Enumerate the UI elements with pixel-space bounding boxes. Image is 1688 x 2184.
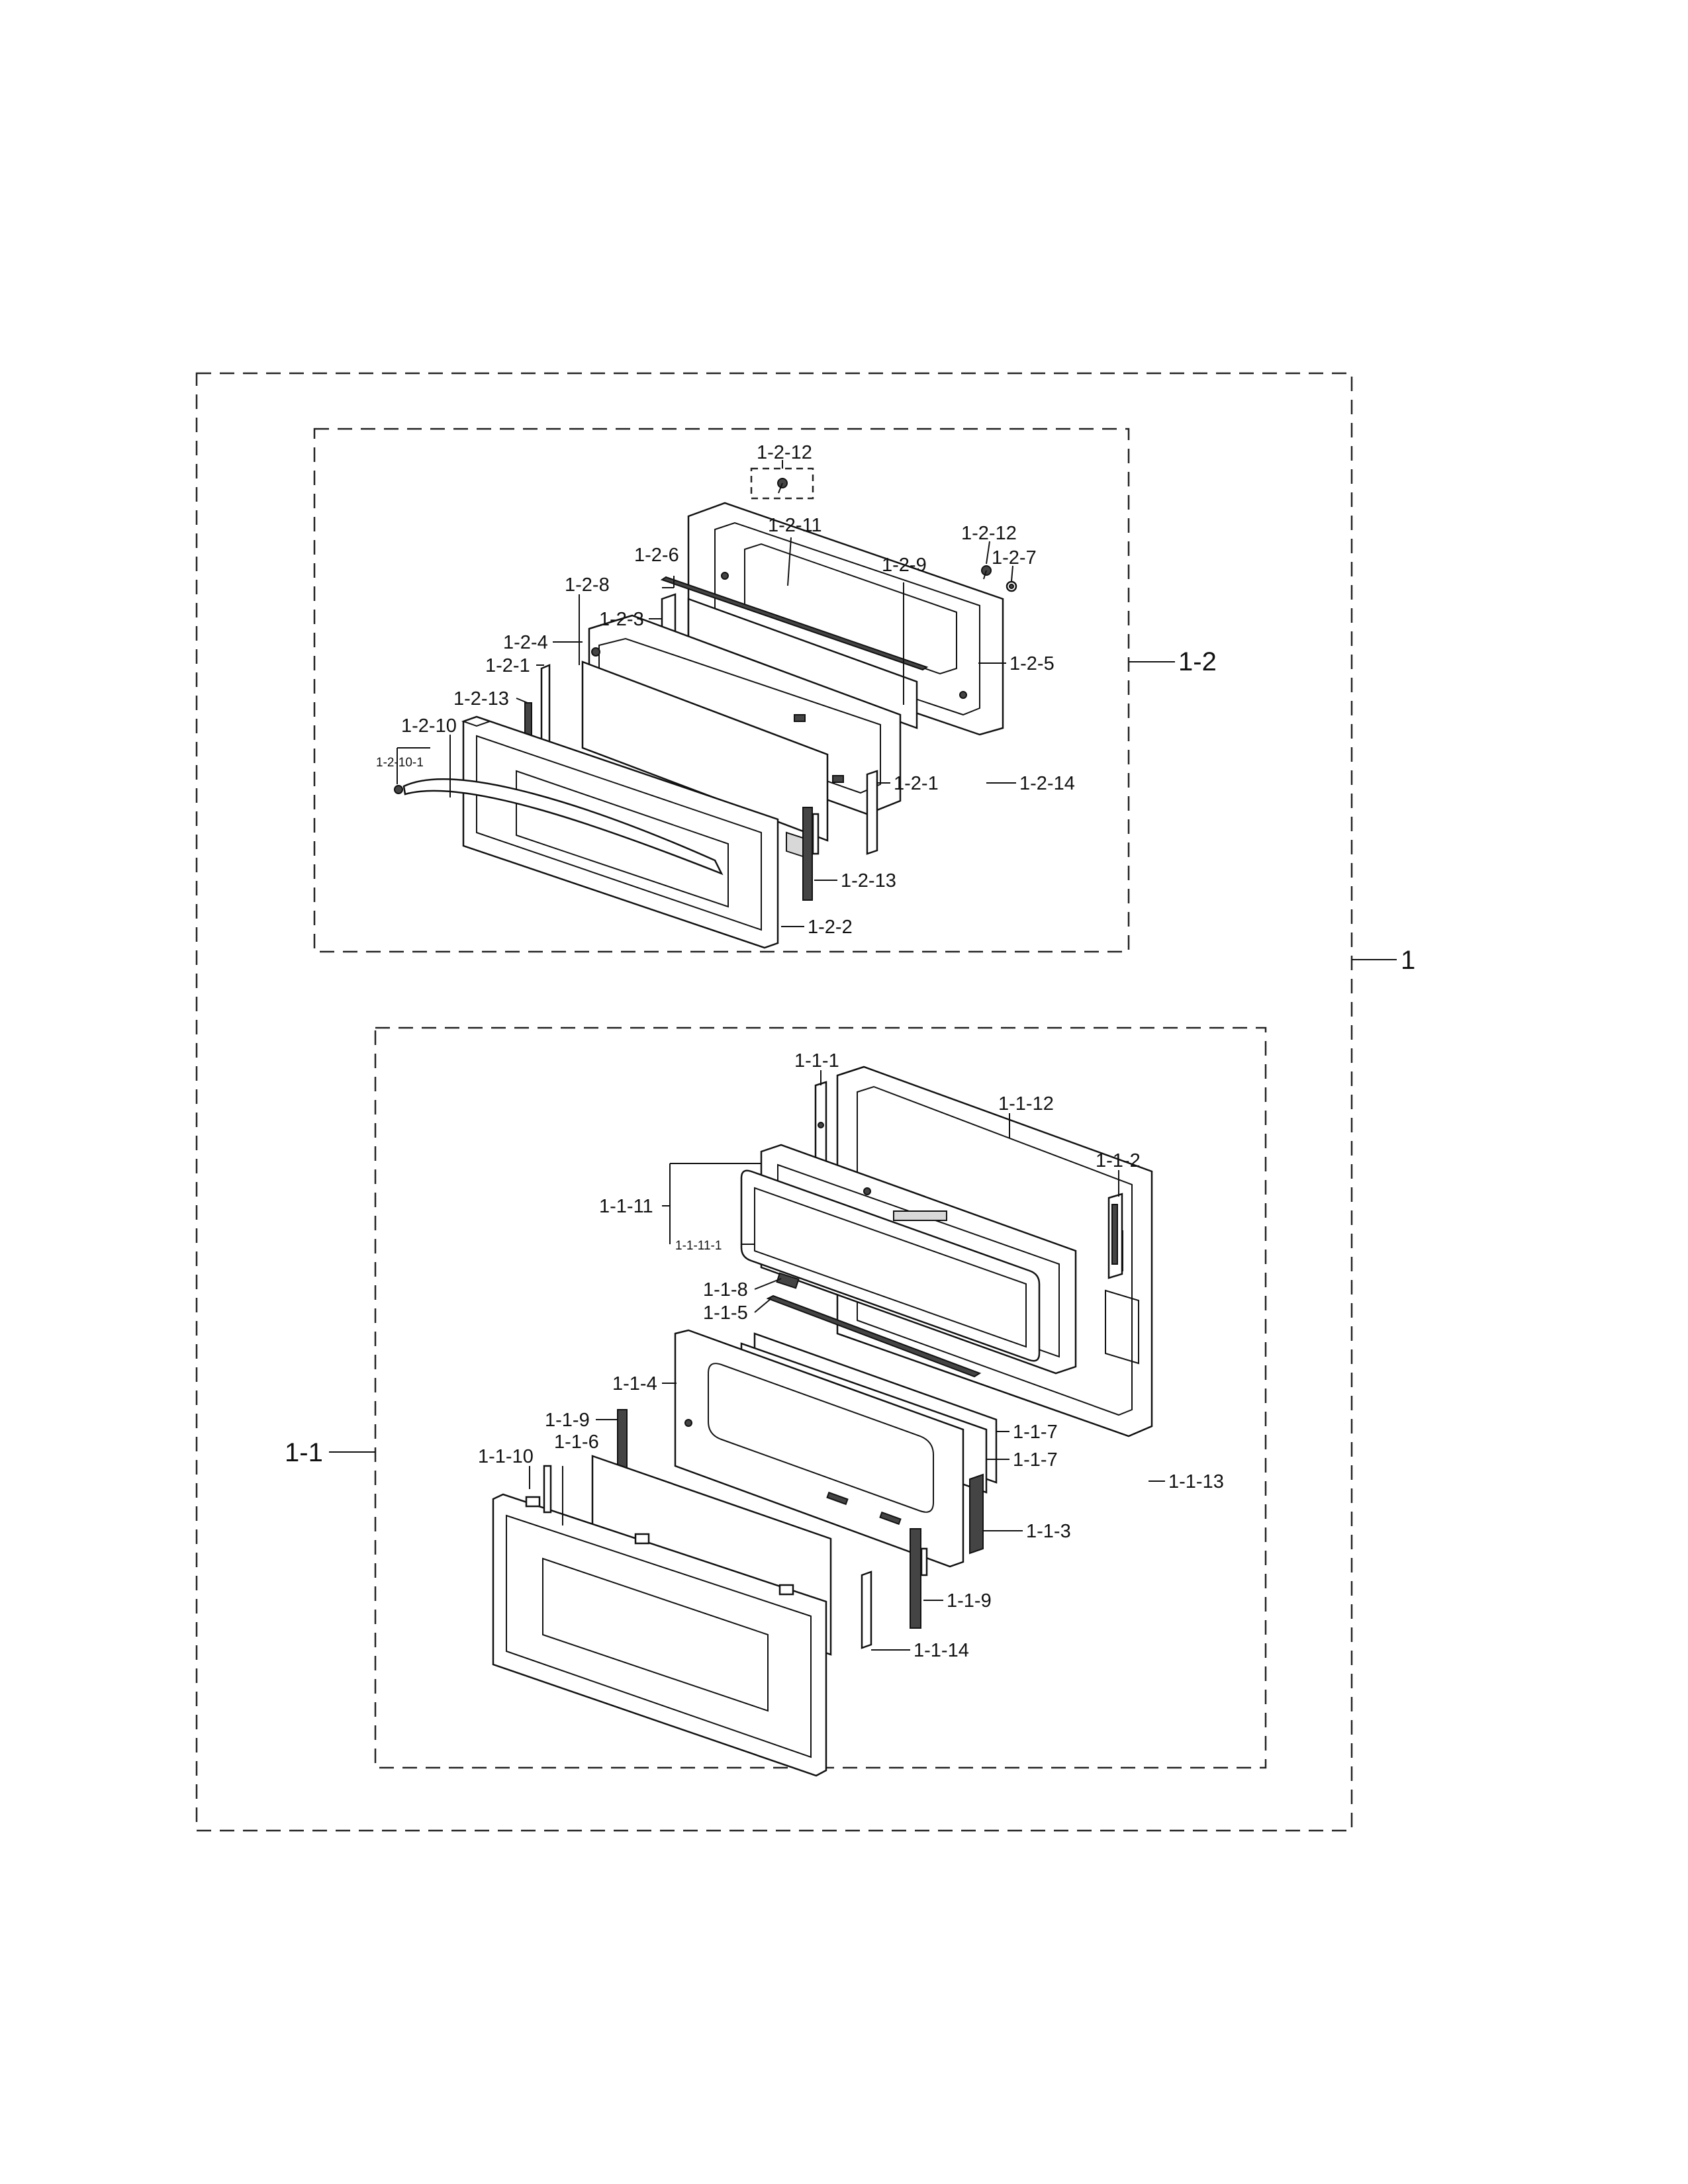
upper-door-group: 1-2 <box>313 428 1217 953</box>
callout-1-2-5: 1-2-5 <box>1009 653 1055 674</box>
callout-1-2-1-right: 1-2-1 <box>894 773 939 794</box>
upper-door-parts <box>394 467 1017 949</box>
callout-1-2-10: 1-2-10 <box>401 715 457 737</box>
lower-door-parts <box>492 1066 1153 1777</box>
callout-1-2-2: 1-2-2 <box>808 917 853 938</box>
callout-1-1-11: 1-1-11 <box>599 1196 653 1217</box>
glass-1-2-9 <box>687 598 918 729</box>
callout-1-1-5: 1-1-5 <box>703 1302 748 1324</box>
callout-1-2-10-1: 1-2-10-1 <box>376 756 424 770</box>
screw-1-2-12-top <box>777 478 788 494</box>
clip-1-1-8 <box>776 1272 800 1289</box>
callout-1-1-7-a: 1-1-7 <box>1013 1422 1058 1443</box>
callout-1-1-11-1: 1-1-11-1 <box>675 1239 722 1253</box>
callout-1-2-13-left: 1-2-13 <box>453 688 509 709</box>
lower-door-group: 1-1 <box>285 1026 1267 1777</box>
callout-1-2-4: 1-2-4 <box>503 632 548 653</box>
callout-1-2-13-right: 1-2-13 <box>841 870 896 891</box>
screw-1-2-10-1 <box>394 785 403 794</box>
callout-1-2-14: 1-2-14 <box>1019 773 1075 794</box>
callout-1-2-9: 1-2-9 <box>882 555 927 576</box>
hinge-bracket-1-1-2 <box>1107 1193 1123 1279</box>
hinge-bracket-1-1-1 <box>814 1081 827 1169</box>
callout-1-1-10: 1-1-10 <box>478 1446 534 1467</box>
outer-door-1-1-10 <box>492 1493 827 1777</box>
glass-1-2-4 <box>581 660 829 842</box>
upper-door-callouts: 1-2-12 1-2-11 1-2-12 1-2-7 1-2-6 1-2-9 1… <box>376 442 1075 938</box>
hinge-bracket-1-2-1-right <box>866 770 878 855</box>
callout-1-1-8: 1-1-8 <box>703 1279 748 1300</box>
upper-door-label: 1-2 <box>1178 647 1217 676</box>
upper-door-outline <box>313 428 1130 953</box>
gasket-1-2-6 <box>660 576 929 671</box>
bracket-1-1-3 <box>969 1473 984 1555</box>
callout-1-2-6: 1-2-6 <box>634 545 679 566</box>
callout-1-1-2: 1-1-2 <box>1096 1150 1141 1171</box>
callout-1-1-14: 1-1-14 <box>914 1640 969 1661</box>
callout-1-1-1: 1-1-1 <box>794 1050 839 1071</box>
lower-door-leaders <box>529 1070 1165 1651</box>
hinge-1-2-13-right <box>802 807 820 901</box>
callout-1-2-1-left: 1-2-1 <box>485 655 530 676</box>
callout-1-1-6: 1-1-6 <box>554 1432 599 1453</box>
callout-1-2-3: 1-2-3 <box>599 609 644 630</box>
assembly-outline <box>195 372 1353 1832</box>
callout-1-1-7-b: 1-1-7 <box>1013 1449 1058 1471</box>
bracket-1-1-14 <box>861 1570 872 1649</box>
callout-1-2-11: 1-2-11 <box>768 515 822 536</box>
callout-1-1-13: 1-1-13 <box>1168 1471 1224 1492</box>
callout-1-1-12: 1-1-12 <box>998 1093 1054 1115</box>
callout-1-2-12-top: 1-2-12 <box>757 442 812 463</box>
side-trim-1-1-6 <box>543 1465 552 1514</box>
screw-1-2-7 <box>1006 580 1017 592</box>
inner-door-frame-1-1-4 <box>674 1329 964 1568</box>
hinge-1-1-9-right <box>910 1528 928 1629</box>
callout-1-2-12-right: 1-2-12 <box>961 523 1017 544</box>
glass-frame-1-1-11-1 <box>740 1169 1041 1362</box>
callout-1-2-7: 1-2-7 <box>992 547 1037 569</box>
lower-door-label: 1-1 <box>285 1438 323 1467</box>
gasket-1-1-5 <box>766 1295 982 1378</box>
callout-1-1-3: 1-1-3 <box>1026 1521 1071 1542</box>
lower-door-callouts: 1-1-1 1-1-12 1-1-2 1-1-11 1-1-11-1 1-1-8… <box>478 1050 1224 1661</box>
callout-1-1-9-right: 1-1-9 <box>947 1590 992 1612</box>
callout-1-1-9-left: 1-1-9 <box>545 1410 590 1431</box>
handle-1-2-10 <box>402 778 724 876</box>
assembly-label: 1 <box>1401 946 1415 975</box>
upper-door-leaders <box>397 460 1016 927</box>
screw-1-2-12-right <box>981 565 992 580</box>
callout-1-2-8: 1-2-8 <box>565 574 610 596</box>
callout-1-1-4: 1-1-4 <box>612 1373 657 1394</box>
